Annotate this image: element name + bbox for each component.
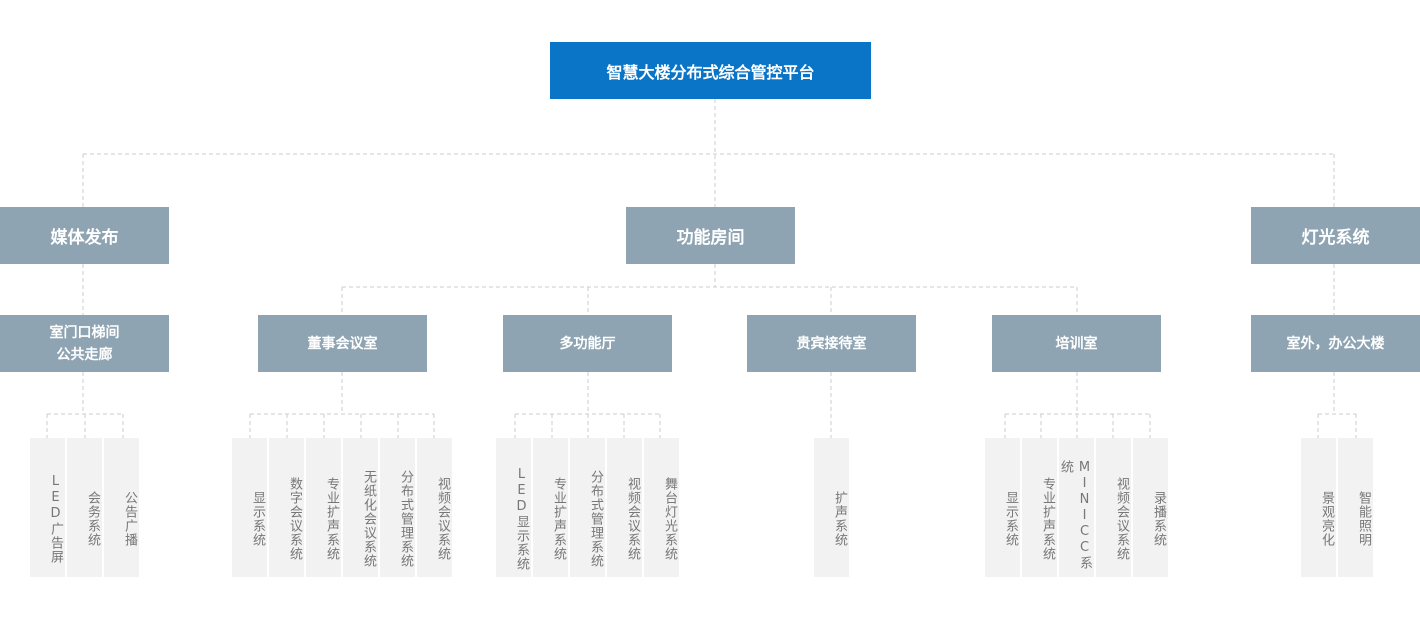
root-node: 智慧大楼分布式综合管控平台 — [550, 42, 871, 99]
leaf-node: 舞台灯光系统 — [644, 438, 679, 577]
room-outdoor: 室外，办公大楼 — [1251, 315, 1420, 372]
leaf-node: 专业扩声系统 — [533, 438, 568, 577]
room-label: 贵宾接待室 — [796, 335, 867, 352]
leaf-node: 专业扩声系统 — [306, 438, 341, 577]
category-media: 媒体发布 — [0, 207, 169, 264]
leaf-node: 专业扩声系统 — [1022, 438, 1057, 577]
room-label: 董事会议室 — [307, 335, 378, 352]
leaf-node: MINICC系统 — [1058, 438, 1094, 577]
category-rooms: 功能房间 — [626, 207, 795, 264]
category-label: 媒体发布 — [50, 228, 119, 248]
leaf-node: 景观亮化 — [1301, 438, 1336, 577]
leaf-node: LED显示系统 — [496, 438, 531, 577]
leaf-node: 录播系统 — [1133, 438, 1168, 577]
room-label-line1: 室门口梯间 — [49, 324, 120, 341]
leaf-node: 显示系统 — [985, 438, 1020, 577]
room-vip: 贵宾接待室 — [747, 315, 916, 372]
leaf-node: 扩声系统 — [814, 438, 849, 577]
category-lighting: 灯光系统 — [1251, 207, 1420, 264]
leaf-node: 数字会议系统 — [269, 438, 304, 577]
category-label: 灯光系统 — [1301, 228, 1370, 248]
leaf-node: 视频会议系统 — [417, 438, 452, 577]
leaf-node: 分布式管理系统 — [380, 438, 415, 577]
leaf-node: 视频会议系统 — [607, 438, 642, 577]
room-lobby: 室门口梯间 公共走廊 — [0, 315, 169, 372]
room-label: 室外，办公大楼 — [1286, 335, 1385, 352]
leaf-node: 显示系统 — [232, 438, 267, 577]
room-label-line2: 公共走廊 — [56, 346, 113, 363]
leaf-node: LED广告屏 — [30, 438, 65, 577]
leaf-node: 无纸化会议系统 — [343, 438, 378, 577]
room-multi: 多功能厅 — [503, 315, 672, 372]
room-label: 多功能厅 — [559, 335, 616, 352]
room-label: 培训室 — [1055, 335, 1098, 352]
room-board: 董事会议室 — [258, 315, 427, 372]
leaf-node: 公告广播 — [104, 438, 139, 577]
leaf-node: 会务系统 — [67, 438, 102, 577]
category-label: 功能房间 — [676, 228, 745, 248]
room-training: 培训室 — [992, 315, 1161, 372]
root-label: 智慧大楼分布式综合管控平台 — [606, 62, 815, 82]
leaf-node: 视频会议系统 — [1096, 438, 1131, 577]
leaf-node: 智能照明 — [1338, 438, 1373, 577]
leaf-node: 分布式管理系统 — [570, 438, 605, 577]
